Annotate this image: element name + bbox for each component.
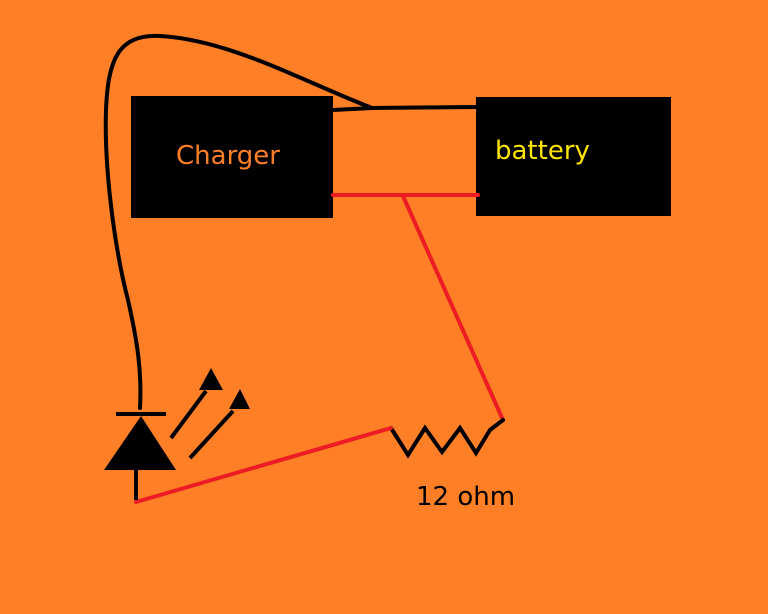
charger-box — [131, 96, 333, 218]
wire-resistor-to-led — [134, 426, 393, 504]
resistor-label: 12 ohm — [416, 482, 516, 512]
resistor-zigzag-icon — [389, 418, 505, 459]
wire-black-to-led — [103, 33, 374, 410]
charger-label: Charger — [176, 141, 280, 171]
wire-charger-battery-black — [331, 105, 478, 112]
wire-red-to-resistor — [401, 194, 505, 422]
led-diode-icon — [104, 368, 250, 500]
battery-label: battery — [495, 136, 590, 166]
battery-box — [476, 97, 671, 216]
